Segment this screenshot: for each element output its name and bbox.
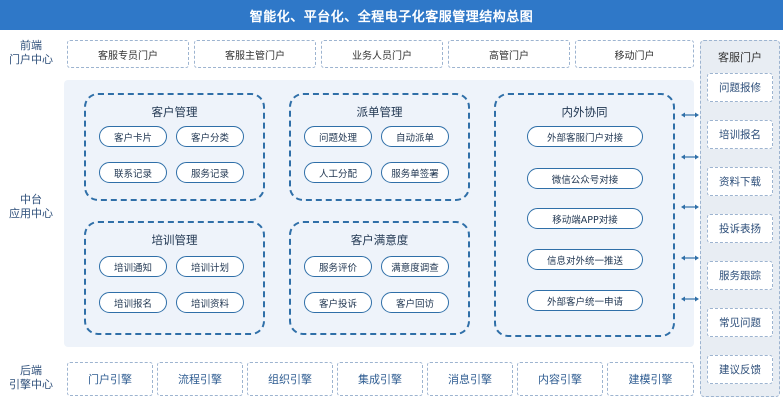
bidirectional-arrow-icon [681,112,699,118]
portal-item: 移动门户 [575,40,694,68]
module-pill: 外部客户统一申请 [527,290,643,311]
module-pill: 满意度调查 [381,256,449,277]
diagram-title: 智能化、平台化、全程电子化客服管理结构总图 [0,0,783,30]
module-pill: 客户分类 [176,126,244,147]
customer-management-group: 客户管理 客户卡片 客户分类 联系记录 服务记录 [84,93,265,201]
engine-item: 门户引擎 [67,362,153,396]
customer-portal-item: 建议反馈 [707,355,773,384]
middle-label-line1: 中台 [20,193,42,206]
customer-portal-panel: 客服门户 问题报修 培训报名 资料下载 投诉表扬 服务跟踪 常见问题 建议反馈 [700,40,780,397]
engine-item: 消息引擎 [427,362,513,396]
back-tier-label: 后端 引擎中心 [2,361,60,395]
module-pill: 服务记录 [176,162,244,183]
back-label-line2: 引擎中心 [9,378,53,391]
customer-portal-item: 培训报名 [707,120,773,149]
middle-tier-label: 中台 应用中心 [2,190,60,224]
engine-item: 流程引擎 [157,362,243,396]
module-pill: 问题处理 [304,126,372,147]
customer-portal-item: 问题报修 [707,73,773,102]
group-title: 客户管理 [151,105,198,119]
customer-portal-item: 投诉表扬 [707,214,773,243]
bidirectional-arrow-icon [681,154,699,160]
portal-item: 客服专员门户 [67,40,189,68]
bidirectional-arrow-icon [681,296,699,302]
group-title: 培训管理 [151,233,198,247]
bidirectional-arrow-icon [681,255,699,261]
module-pill: 信息对外统一推送 [527,249,643,270]
module-pill: 培训计划 [176,256,244,277]
customer-portal-title: 客服门户 [718,51,762,64]
group-title: 内外协同 [561,105,608,119]
module-pill: 移动端APP对接 [527,208,643,229]
engine-item: 集成引擎 [337,362,423,396]
customer-portal-item: 资料下载 [707,167,773,196]
customer-satisfaction-group: 客户满意度 服务评价 满意度调查 客户投诉 客户回访 [289,221,470,335]
module-pill: 外部客服门户对接 [527,126,643,147]
portal-item: 客服主管门户 [194,40,316,68]
module-pill: 客户卡片 [99,126,167,147]
module-pill: 自动派单 [381,126,449,147]
customer-portal-item: 常见问题 [707,308,773,337]
module-pill: 联系记录 [99,162,167,183]
module-pill: 培训资料 [176,292,244,313]
back-label-line1: 后端 [20,364,42,377]
front-tier-label: 前端 门户中心 [2,36,60,70]
portal-item: 业务人员门户 [321,40,443,68]
training-management-group: 培训管理 培训通知 培训计划 培训报名 培训资料 [84,221,265,335]
module-pill: 微信公众号对接 [527,168,643,189]
module-pill: 人工分配 [304,162,372,183]
module-pill: 客户投诉 [304,292,372,313]
customer-portal-item: 服务跟踪 [707,261,773,290]
dispatch-management-group: 派单管理 问题处理 自动派单 人工分配 服务单签署 [289,93,470,201]
module-pill: 服务评价 [304,256,372,277]
engine-item: 组织引擎 [247,362,333,396]
front-label-line2: 门户中心 [9,53,53,66]
module-pill: 客户回访 [381,292,449,313]
front-label-line1: 前端 [20,39,42,52]
portal-item: 高管门户 [448,40,570,68]
group-title: 客户满意度 [350,233,409,247]
engine-item: 内容引擎 [517,362,603,396]
module-pill: 培训通知 [99,256,167,277]
collaboration-group: 内外协同 外部客服门户对接 微信公众号对接 移动端APP对接 信息对外统一推送 … [494,93,675,337]
middle-label-line2: 应用中心 [9,207,53,220]
module-pill: 培训报名 [99,292,167,313]
module-pill: 服务单签署 [381,162,449,183]
bidirectional-arrow-icon [681,204,699,210]
group-title: 派单管理 [356,105,403,119]
engine-item: 建模引擎 [607,362,694,396]
